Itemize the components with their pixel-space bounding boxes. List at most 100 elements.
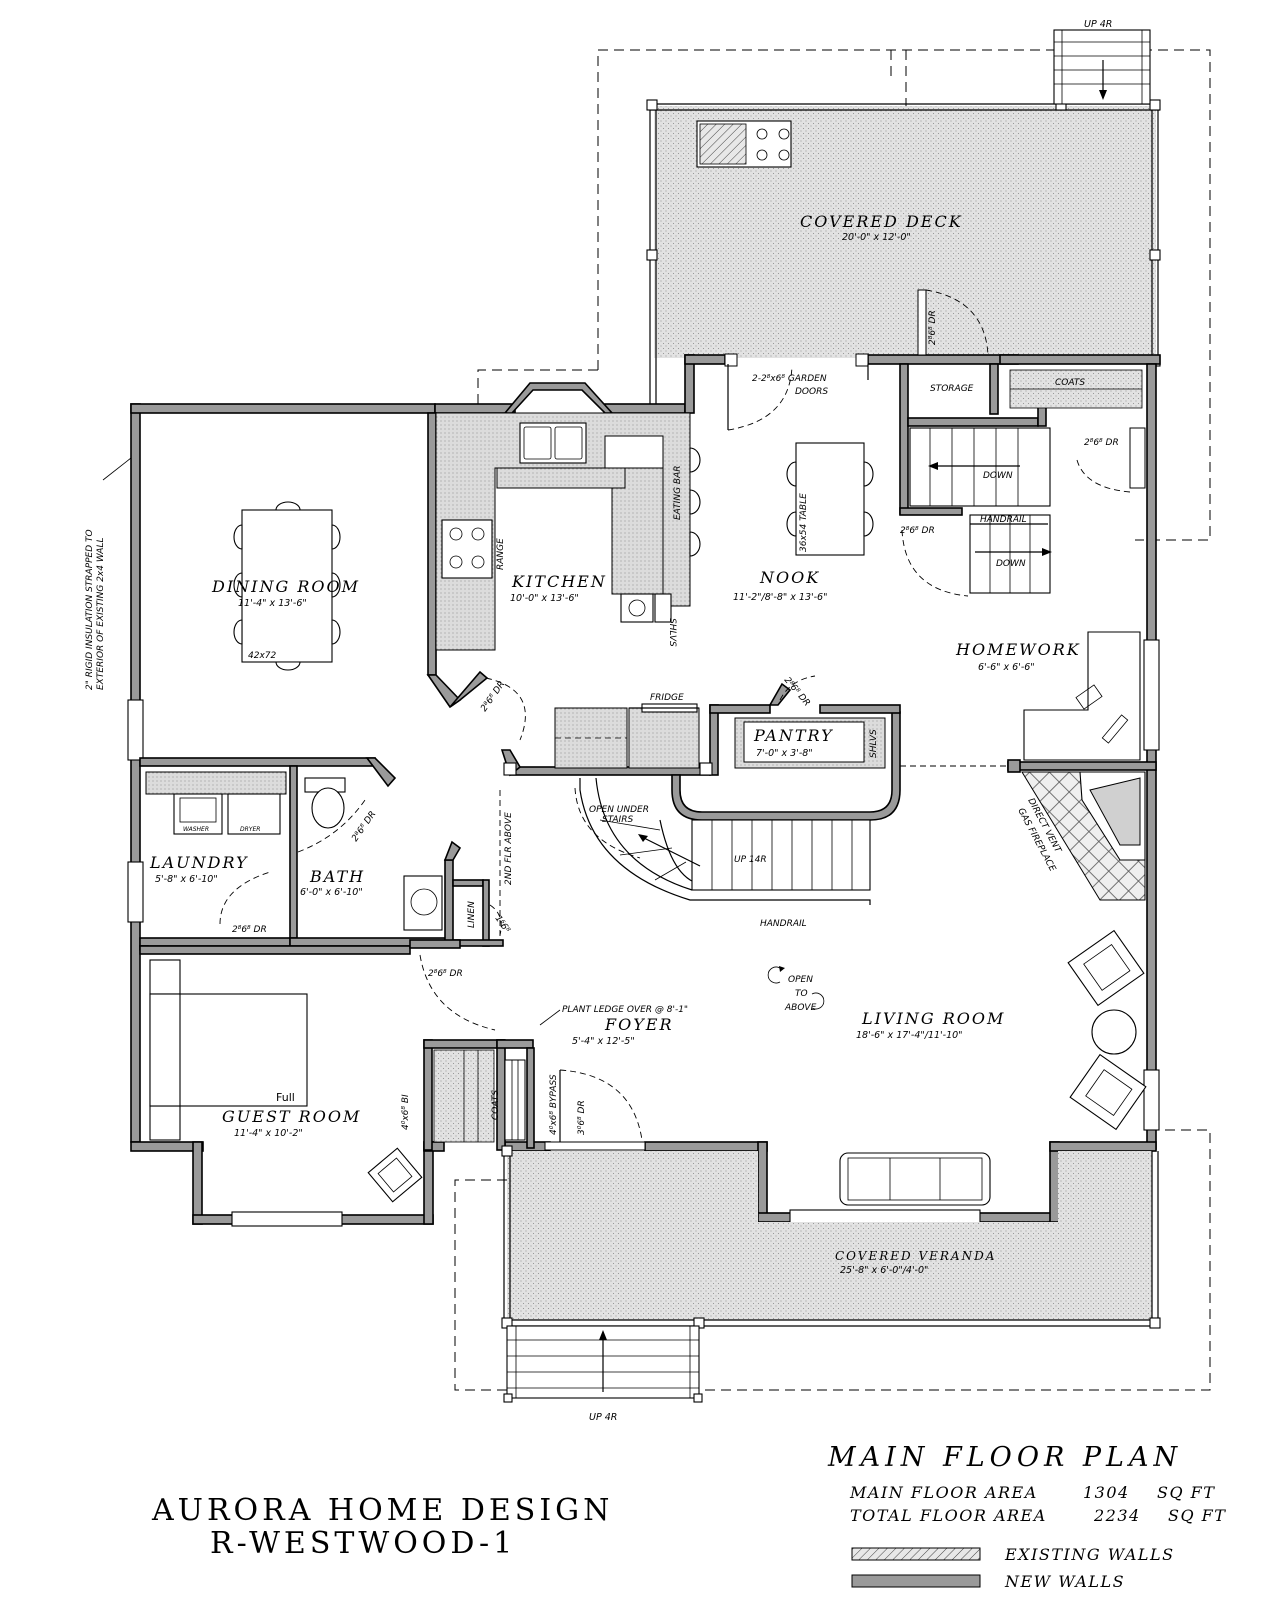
open-under-label-1: OPEN UNDER [589, 805, 649, 815]
guest-room: Full GUEST ROOM 11'-4" x 10'-2" 2⁸6⁸ DR … [149, 954, 496, 1203]
stair-handrail-label: HANDRAIL [760, 919, 807, 929]
nook-table-label: 36x54 TABLE [799, 493, 809, 552]
armchair-icon [1069, 1053, 1147, 1131]
deck-door-label: 2⁸6⁸ DR [928, 310, 938, 345]
project-name: R-WESTWOOD-1 [210, 1526, 516, 1561]
foyer: COATS 4⁰x6⁸ BYPASS PLANT LEDGE OVER @ 8'… [433, 1005, 688, 1151]
washer-label: WASHER [183, 826, 209, 833]
guest-door-label: 2⁸6⁸ DR [428, 969, 463, 979]
dining-room-name: DINING ROOM [211, 577, 360, 596]
dining-table-label: 42x72 [248, 651, 277, 661]
total-area-label: TOTAL FLOOR AREA [850, 1506, 1047, 1525]
laundry-dims: 5'-8" x 6'-10" [155, 874, 218, 885]
storage-label: STORAGE [930, 384, 974, 394]
down-label-2: DOWN [996, 559, 1026, 569]
nook-dims: 11'-2"/8'-8" x 13'-6" [733, 592, 827, 603]
main-area-label: MAIN FLOOR AREA [849, 1483, 1038, 1502]
up-14r-label: UP 14R [734, 855, 767, 865]
eating-bar-label: EATING BAR [673, 466, 683, 521]
main-area-unit: SQ FT [1157, 1483, 1215, 1502]
second-floor-label: 2ND FLR ABOVE [504, 812, 514, 885]
deck-stairs-label: UP 4R [1084, 19, 1112, 30]
main-area-value: 1304 [1083, 1483, 1130, 1502]
armchair-icon [1067, 929, 1145, 1007]
open-to-above-1: OPEN [788, 975, 813, 985]
laundry-name: LAUNDRY [149, 853, 249, 872]
front-stairs-label: UP 4R [589, 1412, 617, 1423]
veranda-dims: 25'-8" x 6'-0"/4'-0" [840, 1265, 928, 1276]
veranda-name: COVERED VERANDA [835, 1249, 996, 1263]
computer-icon [1075, 684, 1129, 744]
kitchen: RANGE EATING BAR SHLVS KITCHEN 10'-0" x … [435, 412, 701, 651]
bbq-grill-icon [696, 120, 792, 168]
bed-label: Full [276, 1091, 295, 1104]
foyer-name: FOYER [604, 1015, 674, 1034]
guest-room-name: GUEST ROOM [222, 1107, 361, 1126]
pantry-dims: 7'-0" x 3'-8" [756, 748, 813, 759]
open-to-above-3: ABOVE [784, 1003, 817, 1013]
dryer-label: DRYER [240, 826, 260, 833]
covered-veranda: COVERED VERANDA 25'-8" x 6'-0"/4'-0" UP … [501, 1145, 1161, 1423]
legend-new-label: NEW WALLS [1004, 1572, 1125, 1591]
handrail-top-label: HANDRAIL [980, 515, 1027, 525]
range-icon [441, 519, 493, 579]
down-label-1: DOWN [983, 471, 1013, 481]
total-area-unit: SQ FT [1168, 1506, 1226, 1525]
title-block: MAIN FLOOR PLAN MAIN FLOOR AREA 1304 SQ … [151, 1442, 1226, 1591]
pantry-name: PANTRY [753, 726, 834, 745]
interior-walls [139, 363, 1157, 1151]
kitchen-name: KITCHEN [511, 572, 607, 591]
sofa-icon [839, 1152, 991, 1206]
bath-door-label: 2⁸6⁸ DR [350, 810, 378, 844]
kitchen-shelves-label: SHLVS [667, 618, 677, 647]
garden-doors-label-2: DOORS [795, 387, 828, 397]
covered-deck-name: COVERED DECK [800, 212, 963, 231]
plan-title: MAIN FLOOR PLAN [827, 1442, 1182, 1473]
homework-name: HOMEWORK [955, 640, 1081, 659]
living-room-name: LIVING ROOM [861, 1009, 1005, 1028]
homework-dims: 6'-6" x 6'-6" [978, 662, 1035, 673]
bath-dims: 6'-0" x 6'-10" [300, 887, 363, 898]
dining-door-label: 2⁸6⁸ DR [479, 680, 507, 714]
bypass-label: 4⁰x6⁸ BYPASS [549, 1074, 559, 1135]
legend-existing-label: EXISTING WALLS [1004, 1545, 1175, 1564]
front-stairs [503, 1325, 703, 1403]
open-under-label-2: STAIRS [602, 815, 633, 825]
armchair-icon [367, 1147, 423, 1203]
nook: 36x54 TABLE 2-2⁸x6⁸ GARDEN DOORS NOOK 11… [724, 353, 874, 603]
open-to-above: OPEN TO ABOVE [767, 966, 825, 1013]
total-area-value: 2234 [1093, 1506, 1141, 1525]
linen-label: LINEN [467, 901, 477, 928]
main-stairs: OPEN UNDER STAIRS UP 14R HANDRAIL 2ND FL… [499, 777, 871, 940]
covered-deck-dims: 20'-0" x 12'-0" [842, 232, 911, 243]
pantry-shelves-label: SHLVS [869, 729, 879, 758]
dining-room: DINING ROOM 11'-4" x 13'-6" 42x72 2" RIG… [85, 457, 360, 690]
guest-room-dims: 11'-4" x 10'-2" [234, 1128, 303, 1139]
open-to-above-2: TO [795, 989, 808, 999]
nook-door-label: 2⁸6⁸ DR [900, 526, 935, 536]
fireplace: DIRECT VENT GAS FIREPLACE [1015, 771, 1146, 901]
linen-door-label: 1⁶6⁸ [493, 914, 512, 935]
bath-name: BATH [309, 867, 365, 886]
foyer-coats-label: COATS [491, 1090, 501, 1120]
deck-stairs [1053, 29, 1151, 105]
homework: HOMEWORK 6'-6" x 6'-6" [955, 631, 1141, 761]
pantry: FRIDGE SHLVS PANTRY 7'-0" x 3'-8" 2⁸6⁸ D… [503, 676, 886, 776]
legend-existing-swatch [851, 1547, 981, 1561]
nook-name: NOOK [759, 568, 820, 587]
kitchen-dims: 10'-0" x 13'-6" [510, 593, 579, 604]
range-label: RANGE [496, 538, 506, 570]
fridge-label: FRIDGE [650, 693, 684, 703]
covered-deck: UP 4R COVERED DECK 20'-0" x 12'-0" [646, 19, 1161, 412]
basement-stairs [909, 427, 1052, 594]
plant-ledge-label: PLANT LEDGE OVER @ 8'-1" [562, 1005, 688, 1015]
legend-new-swatch [851, 1574, 981, 1588]
living-room: OPEN TO ABOVE LIVING ROOM 18'-6" x 17'-4… [479, 677, 1147, 1206]
insulation-note-1: 2" RIGID INSULATION STRAPPED TO [85, 529, 95, 690]
foyer-dims: 5'-4" x 12'-5" [572, 1036, 635, 1047]
storage-area: STORAGE COATS 2⁸6⁸ DR DOWN HANDRAI [900, 289, 1146, 597]
coats-top-label: COATS [1055, 378, 1085, 388]
coats-door-label: 2⁸6⁸ DR [1084, 438, 1119, 448]
laundry-door-label: 2⁸6⁸ DR [232, 925, 267, 935]
